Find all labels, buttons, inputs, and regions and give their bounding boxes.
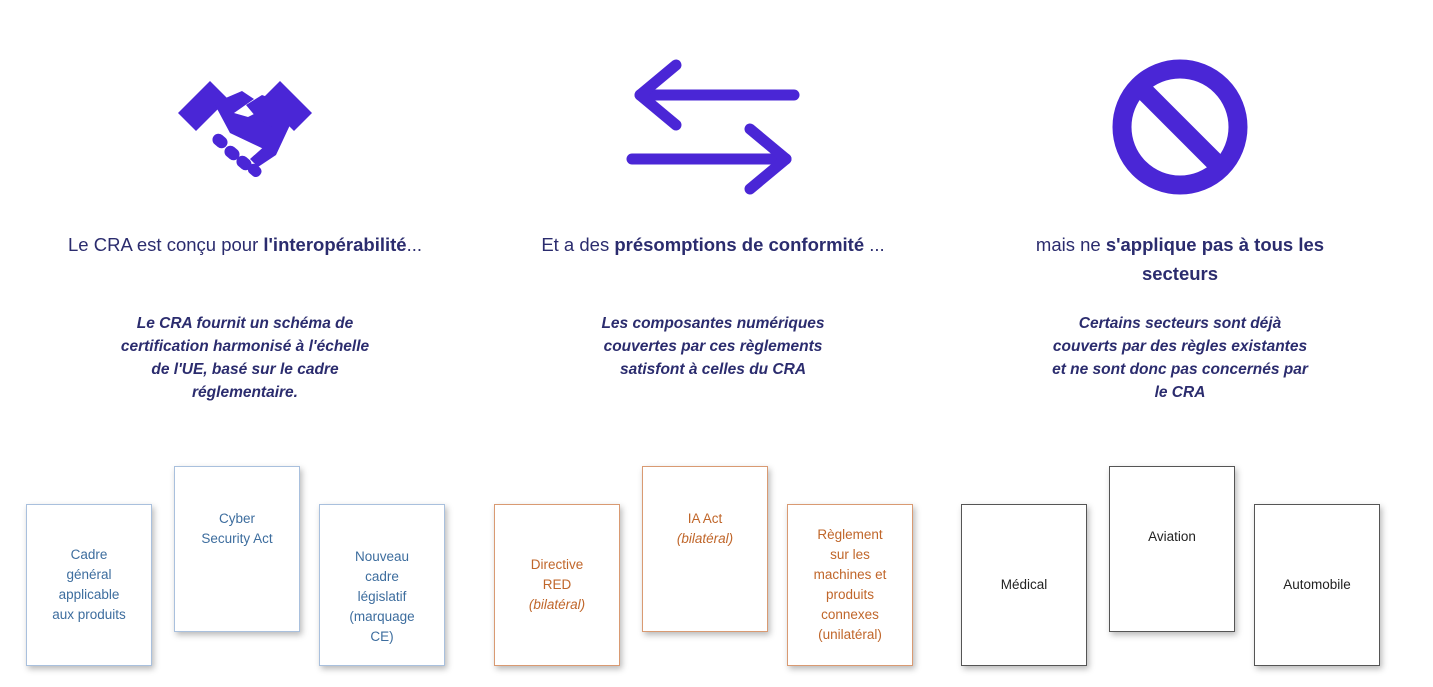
heading-interoperability: Le CRA est conçu pour l'interopérabilité…	[68, 234, 422, 255]
card-medical: Médical	[961, 504, 1087, 666]
heading-conformity: Et a des présomptions de conformité ...	[541, 234, 885, 255]
card-aviation: Aviation	[1109, 466, 1235, 632]
description-sectors: Certains secteurs sont déjà couverts par…	[1052, 315, 1308, 401]
exchange-arrows-icon	[618, 55, 808, 205]
card-reglement-machines: Règlement sur les machines et produits c…	[787, 504, 913, 666]
column-conformity: Et a des présomptions de conformité ... …	[478, 0, 948, 687]
description-conformity: Les composantes numériques couvertes par…	[601, 315, 825, 378]
card-cyber-security-act: Cyber Security Act	[174, 466, 300, 632]
handshake-icon	[150, 55, 340, 205]
column-interoperability: Le CRA est conçu pour l'interopérabilité…	[10, 0, 480, 687]
heading-sectors: mais ne s'applique pas à tous les secteu…	[1035, 234, 1325, 284]
card-cadre-general: Cadre général applicable aux produits	[26, 504, 152, 666]
card-nouveau-cadre: Nouveau cadre législatif (marquage CE)	[319, 504, 445, 666]
column-sectors: mais ne s'applique pas à tous les secteu…	[945, 0, 1415, 687]
prohibited-icon	[1085, 55, 1275, 205]
description-interoperability: Le CRA fournit un schéma de certificatio…	[120, 315, 370, 401]
card-directive-red: Directive RED (bilatéral)	[494, 504, 620, 666]
card-ia-act: IA Act (bilatéral)	[642, 466, 768, 632]
card-automobile: Automobile	[1254, 504, 1380, 666]
